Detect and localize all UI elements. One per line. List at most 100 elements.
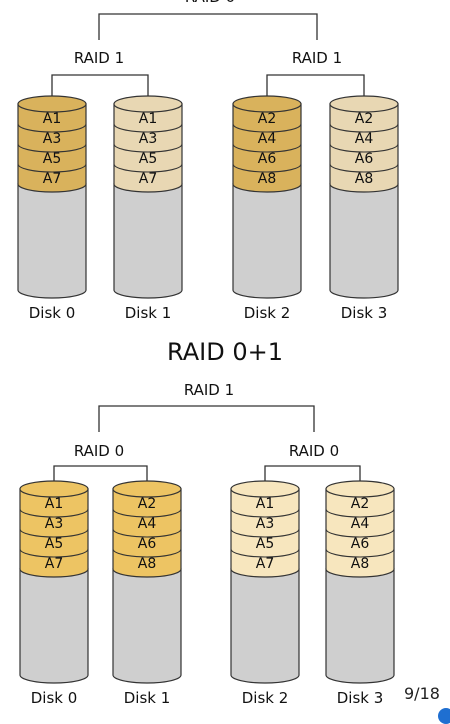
disk-label: Disk 2 <box>244 304 291 322</box>
block-separator <box>113 143 183 153</box>
block-label: A2 <box>138 496 156 512</box>
disk-2-cylinder-data-region <box>230 488 300 578</box>
block-separator <box>19 548 89 558</box>
disk-3-cylinder-empty-space <box>325 568 395 684</box>
block-separator <box>329 123 399 133</box>
page-number: 9/18 <box>404 684 440 703</box>
block-label: A3 <box>139 131 157 147</box>
block-label: A3 <box>43 131 61 147</box>
disk-1-cylinder-empty-space <box>113 183 183 299</box>
disk-label: Disk 0 <box>29 304 76 322</box>
group-raid-label: RAID 0 <box>289 442 339 460</box>
disk-3-cylinder-top-cap <box>329 95 399 113</box>
disk-label: Disk 3 <box>337 689 384 707</box>
group-raid-label: RAID 1 <box>74 49 124 67</box>
block-label: A3 <box>45 516 63 532</box>
disk-0-cylinder-data-region <box>17 103 87 193</box>
block-separator <box>17 143 87 153</box>
block-separator <box>232 163 302 173</box>
block-separator <box>112 508 182 518</box>
disk-3-cylinder-data-region <box>325 488 395 578</box>
group-connector <box>53 465 148 481</box>
block-label: A7 <box>139 171 157 187</box>
block-label: A5 <box>139 151 157 167</box>
disk-2-cylinder-empty-space <box>232 183 302 299</box>
block-label: A6 <box>138 536 157 552</box>
block-label: A5 <box>256 536 274 552</box>
disk-3-cylinder-data-region <box>329 103 399 193</box>
block-separator <box>112 528 182 538</box>
block-label: A1 <box>256 496 274 512</box>
block-separator <box>230 528 300 538</box>
block-label: A2 <box>258 111 276 127</box>
block-separator <box>230 508 300 518</box>
block-label: A6 <box>351 536 370 552</box>
block-label: A1 <box>45 496 63 512</box>
group-raid-label: RAID 0 <box>74 442 124 460</box>
block-label: A4 <box>351 516 370 532</box>
disk-2-cylinder-empty-space <box>230 568 300 684</box>
disk-1-cylinder-data-region <box>113 103 183 193</box>
block-label: A8 <box>355 171 373 187</box>
block-separator <box>232 123 302 133</box>
block-label: A4 <box>138 516 157 532</box>
block-label: A1 <box>139 111 157 127</box>
disk-label: Disk 2 <box>242 689 289 707</box>
disk-2-cylinder-top-cap <box>230 480 300 498</box>
disk-2-cylinder-top-cap <box>232 95 302 113</box>
block-label: A2 <box>355 111 373 127</box>
block-separator <box>230 548 300 558</box>
root-connector <box>98 405 315 432</box>
disk-0-cylinder-top-cap <box>19 480 89 498</box>
group-connector <box>266 74 365 96</box>
block-separator <box>329 163 399 173</box>
corner-indicator-icon <box>438 708 450 724</box>
disk-1-cylinder-empty-space <box>112 568 182 684</box>
block-separator <box>325 528 395 538</box>
block-separator <box>17 123 87 133</box>
block-separator <box>17 163 87 173</box>
block-label: A4 <box>355 131 374 147</box>
disk-1-cylinder-data-region <box>112 488 182 578</box>
block-separator <box>113 123 183 133</box>
block-separator <box>325 508 395 518</box>
disk-label: Disk 0 <box>31 689 78 707</box>
block-separator <box>19 508 89 518</box>
block-label: A4 <box>258 131 277 147</box>
block-separator <box>112 548 182 558</box>
disk-label: Disk 1 <box>125 304 172 322</box>
disk-3-cylinder-empty-space <box>329 183 399 299</box>
block-label: A7 <box>256 556 274 572</box>
block-separator <box>325 548 395 558</box>
block-label: A6 <box>258 151 277 167</box>
block-label: A8 <box>258 171 276 187</box>
disk-0-cylinder-data-region <box>19 488 89 578</box>
group-connector <box>51 74 149 96</box>
block-label: A3 <box>256 516 274 532</box>
group-raid-label: RAID 1 <box>292 49 342 67</box>
disk-label: Disk 3 <box>341 304 388 322</box>
block-label: A7 <box>45 556 63 572</box>
block-label: A7 <box>43 171 61 187</box>
block-label: A6 <box>355 151 374 167</box>
block-label: A1 <box>43 111 61 127</box>
root-raid-label: RAID 0 <box>185 0 235 6</box>
root-connector <box>98 13 318 40</box>
block-separator <box>232 143 302 153</box>
disk-3-cylinder-top-cap <box>325 480 395 498</box>
block-label: A5 <box>43 151 61 167</box>
disk-0-cylinder-empty-space <box>19 568 89 684</box>
disk-0-cylinder-empty-space <box>17 183 87 299</box>
block-label: A2 <box>351 496 369 512</box>
block-separator <box>19 528 89 538</box>
